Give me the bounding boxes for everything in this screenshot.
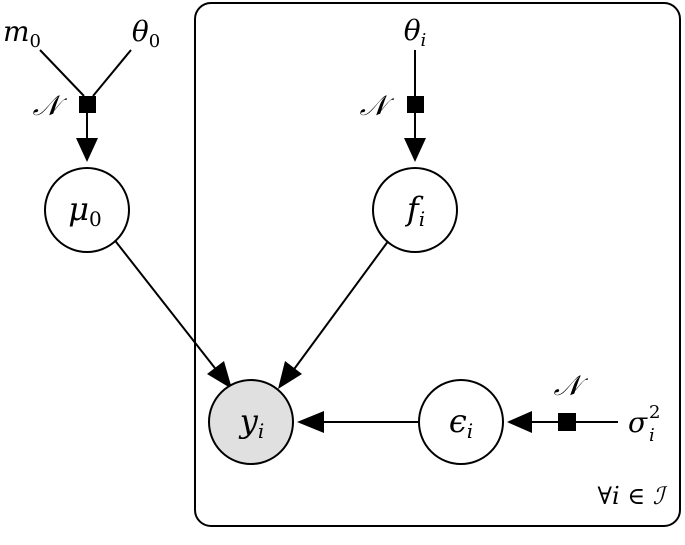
factor-square-fi	[407, 96, 424, 113]
plate	[194, 2, 681, 527]
arrowhead-mu0	[76, 138, 98, 162]
param-sigmai: σ 2 i	[628, 402, 660, 446]
edge-fi-yi	[291, 239, 390, 373]
factor-label-eps: 𝒩	[554, 369, 589, 402]
factor-square-eps	[558, 413, 576, 431]
node-mu0-circle	[44, 167, 130, 253]
node-yi: yi	[208, 379, 294, 465]
edge-theta0-factor	[92, 49, 132, 97]
factor-label-mu0: 𝒩	[33, 89, 68, 122]
factor-square-mu0	[79, 96, 96, 113]
node-fi-circle	[372, 167, 458, 253]
param-thetai: θi	[404, 14, 427, 51]
arrowhead-yi-from-mu0	[207, 361, 232, 389]
arrowhead-yi-from-eps	[297, 411, 324, 433]
arrowhead-yi-from-fi	[278, 361, 302, 389]
param-theta0: θ0	[132, 15, 160, 52]
svg-text:i: i	[649, 425, 655, 446]
param-m0: m0	[3, 15, 41, 52]
node-yi-circle	[208, 379, 294, 465]
node-mu0-label: μ0	[68, 190, 102, 231]
edge-m0-factor	[39, 49, 85, 97]
plate-label: ∀i ∈ ℐ	[598, 482, 668, 510]
svg-text:2: 2	[649, 402, 660, 423]
node-yi-label: yi	[238, 402, 264, 443]
node-epsi-circle	[418, 379, 504, 465]
node-epsi: ϵi	[418, 379, 504, 465]
svg-text:σ: σ	[628, 406, 648, 439]
node-fi: fi	[372, 167, 458, 253]
node-mu0: μ0	[44, 167, 130, 253]
node-epsi-label: ϵi	[449, 402, 473, 443]
arrowhead-epsi	[507, 411, 532, 433]
edge-mu0-yi	[112, 237, 219, 373]
factor-label-fi: 𝒩	[360, 89, 395, 122]
arrowhead-fi	[404, 138, 426, 162]
